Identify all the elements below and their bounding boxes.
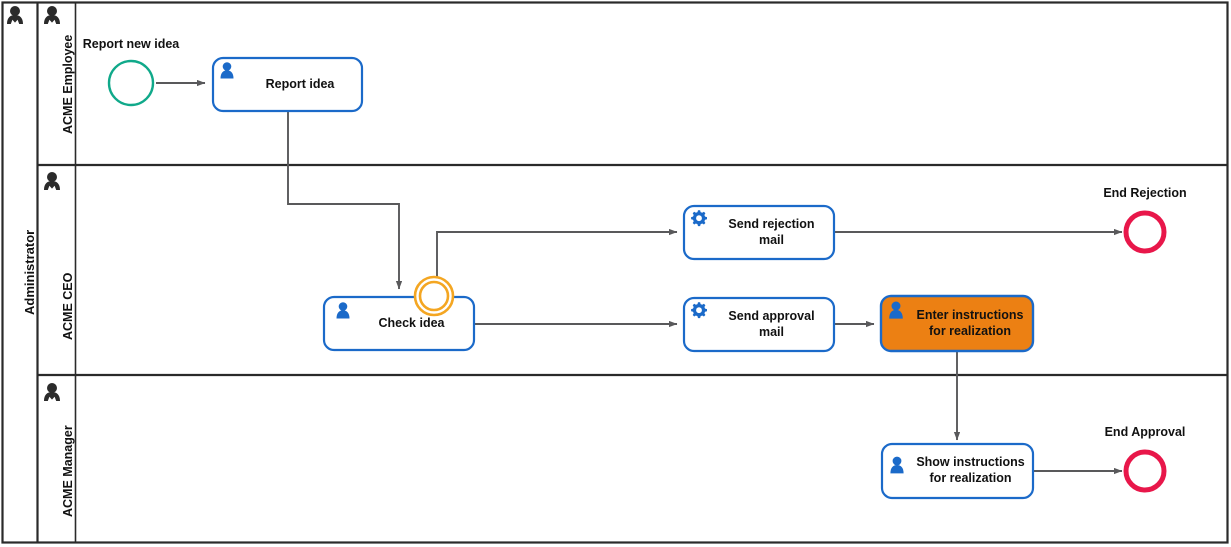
lane-person-icon-employee xyxy=(44,6,60,24)
user-task-icon xyxy=(889,301,903,319)
task-enter-instructions[interactable] xyxy=(879,294,1035,353)
flow-boundary-to-rejection[interactable] xyxy=(436,228,678,279)
task-send-rejection-mail[interactable] xyxy=(682,204,836,261)
pool-label-administrator: Administrator xyxy=(22,229,37,315)
service-task-icon xyxy=(691,302,707,319)
task-send-approval-mail[interactable] xyxy=(682,296,836,353)
end-event-approval[interactable] xyxy=(1123,449,1167,493)
lane-person-icon-manager xyxy=(44,383,60,401)
task-show-instructions[interactable] xyxy=(880,442,1035,500)
flow-report-to-check[interactable] xyxy=(287,111,403,290)
start-event-label: Report new idea xyxy=(82,37,180,51)
participant-icon-pool xyxy=(7,6,23,24)
boundary-event-check-idea[interactable] xyxy=(413,275,455,317)
user-task-icon xyxy=(336,302,350,319)
service-task-icon xyxy=(691,210,707,227)
lane-person-icon-ceo xyxy=(44,172,60,190)
end-rejection-label: End Rejection xyxy=(1103,186,1187,200)
start-event-report-new-idea[interactable] xyxy=(107,59,155,107)
lane-label-acme-manager: ACME Manager xyxy=(61,425,75,517)
end-approval-label: End Approval xyxy=(1104,425,1186,439)
end-event-rejection[interactable] xyxy=(1123,210,1167,254)
task-report-idea[interactable] xyxy=(211,56,364,113)
lane-label-acme-ceo: ACME CEO xyxy=(61,272,75,340)
user-task-icon xyxy=(890,456,904,474)
user-task-icon xyxy=(220,62,234,79)
